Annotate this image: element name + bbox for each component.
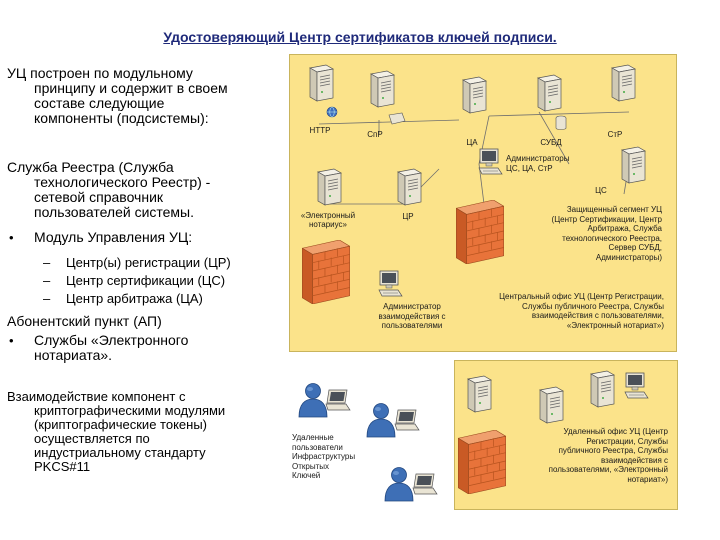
secure-segment-line-3: Арбитража, Служба — [587, 224, 662, 233]
sub-item-cr: Центр(ы) регистрации (ЦР) — [66, 255, 231, 270]
central-office-line-3: взаимодействия с пользователями, — [531, 311, 664, 320]
server-cs-label: ЦС — [595, 186, 607, 195]
remote-office-line-1: Удаленный офис УЦ (Центр — [563, 427, 668, 436]
central-office-line-1: Центральный офис УЦ (Центр Регистрации, — [499, 292, 664, 301]
remote-server-1-icon — [462, 375, 492, 413]
central-office-line-4: «Электронный нотариат») — [566, 320, 664, 330]
server-cs-icon — [616, 146, 646, 184]
sub-item-cs: Центр сертификации (ЦС) — [66, 273, 226, 288]
interaction-line-5: индустриальному стандарту — [34, 445, 206, 460]
server-subd-label: СУБД — [540, 138, 562, 147]
services-line-2: нотариата». — [34, 347, 113, 363]
remote-office-line-4: взаимодействия с — [600, 455, 668, 465]
remote-office-line-6: нотариат») — [627, 474, 668, 484]
admin-interaction-line-1: Администратор — [383, 302, 441, 311]
admin-interaction-line-3: пользователями — [381, 321, 443, 330]
bullet-services: • — [9, 333, 14, 348]
bullet-module: • — [9, 230, 14, 245]
server-ca-icon — [457, 76, 487, 114]
notary-line-2: нотариус» — [309, 220, 347, 229]
firewall-icon — [456, 200, 504, 264]
admin-pc-icon — [478, 148, 504, 176]
server-str-icon — [606, 64, 636, 102]
interaction-line-1: Взаимодействие компонент с — [7, 389, 186, 404]
central-office-label: Центральный офис УЦ (Центр Регистрации, … — [452, 292, 664, 330]
secure-segment-line-1: Защищенный сегмент УЦ — [566, 205, 662, 214]
server-http-label: HTTP — [309, 126, 331, 135]
remote-office-line-2: Регистрации, Службы — [586, 436, 668, 446]
secure-segment-label: Защищенный сегмент УЦ (Центр Сертификаци… — [520, 205, 662, 262]
admins-top-label: Администраторы ЦС, ЦА, СтР — [506, 154, 569, 173]
keyboard-icon — [388, 112, 406, 125]
subscriber-heading: Абонентский пункт (АП) — [7, 313, 162, 329]
remote-server-3-icon — [585, 370, 615, 408]
globe-icon — [326, 106, 338, 118]
firewall-left-icon — [302, 240, 350, 304]
secure-segment-line-4: технологического Реестра, — [562, 233, 662, 243]
intro-line-4: компоненты (подсистемы): — [34, 110, 209, 126]
server-ca-label: ЦА — [466, 138, 478, 147]
intro-line-3: составе следующие — [34, 95, 165, 111]
remote-laptop-2-icon — [392, 408, 420, 432]
notary-label: «Электронный нотариус» — [290, 211, 366, 229]
sub-item-ca: Центр арбитража (ЦА) — [66, 291, 203, 306]
services-line-1: Службы «Электронного — [34, 332, 189, 348]
admin-interaction-pc-icon — [378, 270, 404, 298]
remote-users-line-3: Инфраструктуры — [292, 452, 356, 461]
server-spr-label: СпР — [367, 130, 383, 139]
remote-server-2-icon — [534, 386, 564, 424]
remote-pc-icon — [624, 372, 650, 400]
registry-line-1: Служба Реестра (Служба — [7, 159, 174, 175]
remote-users-label: Удаленные пользователи Инфраструктуры От… — [292, 433, 355, 481]
admins-top-line-1: Администраторы — [506, 154, 570, 163]
server-spr-icon — [365, 70, 395, 108]
interaction-line-2: криптографическими модулями — [34, 403, 226, 418]
admins-top-line-2: ЦС, ЦА, СтР — [506, 163, 553, 173]
remote-users-line-4: Открытых — [292, 461, 329, 471]
server-str-label: СтР — [607, 130, 623, 139]
secure-segment-line-5: Сервер СУБД, — [608, 243, 662, 252]
remote-office-label: Удаленный офис УЦ (Центр Регистрации, Сл… — [506, 427, 668, 484]
dash-2: – — [43, 273, 51, 288]
server-notary-icon — [312, 168, 342, 206]
secure-segment-line-2: (Центр Сертификации, Центр — [551, 214, 662, 224]
remote-office-line-5: пользователями, «Электронный — [548, 465, 668, 474]
dash-3: – — [43, 291, 51, 306]
remote-firewall-icon — [458, 430, 506, 494]
database-icon — [555, 115, 567, 130]
admin-interaction-label: Администратор взаимодействия с пользоват… — [372, 302, 452, 331]
dash-1: – — [43, 255, 51, 270]
interaction-line-4: осуществляется по — [34, 431, 150, 446]
remote-office-line-3: публичного Реестра, Службы — [558, 446, 668, 455]
remote-laptop-3-icon — [410, 472, 438, 496]
server-subd-icon — [532, 74, 562, 112]
remote-users-line-1: Удаленные — [292, 433, 334, 442]
registry-line-3: сетевой справочник — [34, 189, 164, 205]
interaction-line-3: (криптографические токены) — [34, 417, 207, 432]
notary-line-1: «Электронный — [300, 211, 356, 220]
server-http-icon — [304, 64, 334, 102]
registry-line-4: пользователей системы. — [34, 204, 195, 220]
intro-line-1: УЦ построен по модульному — [7, 65, 193, 81]
registry-line-2: технологического Реестр) - — [34, 174, 211, 190]
remote-laptop-1-icon — [323, 388, 351, 412]
page-title: Удостоверяющий Центр сертификатов ключей… — [163, 29, 557, 45]
admin-interaction-line-2: взаимодействия с — [378, 311, 446, 321]
server-cr-icon — [392, 168, 422, 206]
interaction-line-6: PKCS#11 — [34, 459, 91, 474]
module-heading: Модуль Управления УЦ: — [34, 229, 193, 245]
central-office-line-2: Службы публичного Реестра, Службы — [522, 301, 664, 311]
remote-users-line-2: пользователи — [292, 442, 343, 452]
server-cr-label: ЦР — [402, 212, 414, 221]
secure-segment-line-6: Администраторы) — [595, 252, 662, 262]
intro-line-2: принципу и содержит в своем — [34, 80, 228, 96]
remote-users-line-5: Ключей — [292, 471, 321, 480]
